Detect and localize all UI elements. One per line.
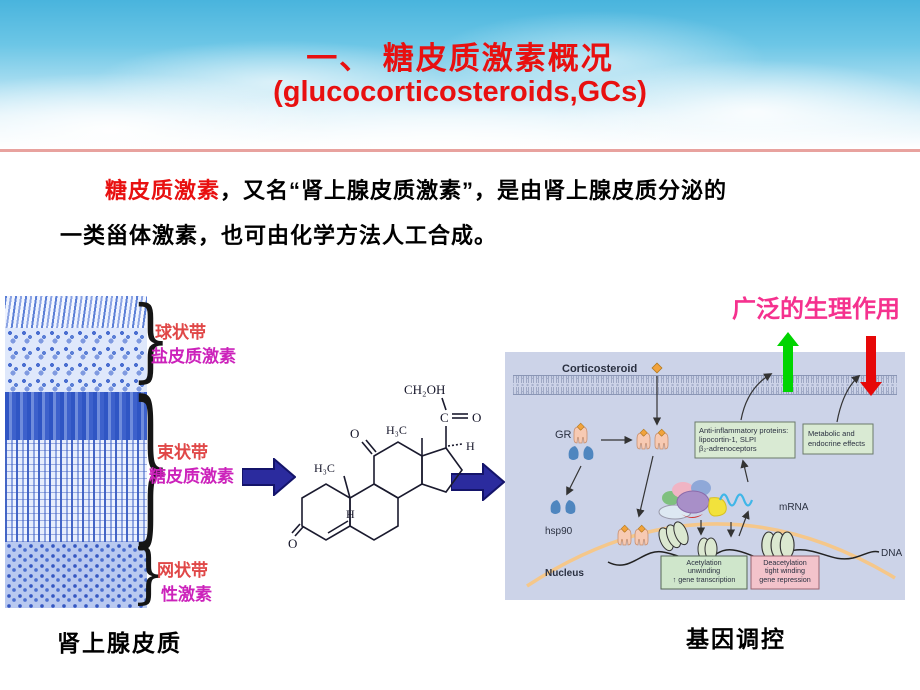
h3c-label-c19: H₃C bbox=[314, 461, 335, 475]
corticosteroid-structure-image: CH₂OH C O O O H₃C H₃C H H bbox=[288, 382, 481, 551]
gr-label: GR bbox=[555, 429, 572, 441]
svg-text:unwinding: unwinding bbox=[688, 566, 720, 575]
histology-capsule-layer bbox=[5, 296, 147, 328]
plasma-membrane bbox=[513, 375, 897, 395]
dna-strand bbox=[607, 548, 880, 566]
histology-dense-band bbox=[5, 392, 147, 440]
svg-text:Deacetylation: Deacetylation bbox=[763, 558, 807, 567]
transcription-complex-icon bbox=[658, 480, 727, 520]
svg-text:gene repression: gene repression bbox=[759, 575, 811, 584]
pathway-arrows bbox=[566, 373, 861, 538]
gene-regulation-diagram: Corticosteroid GR hsp90 DNA bbox=[505, 332, 905, 600]
h3c-label-c18: H₃C bbox=[386, 423, 407, 437]
svg-text:lipocortin-1, SLPI: lipocortin-1, SLPI bbox=[699, 435, 756, 444]
physiology-effects-label: 广泛的生理作用 bbox=[732, 296, 900, 323]
mrna-label: mRNA bbox=[779, 502, 809, 513]
o-label-sidechain: O bbox=[472, 410, 481, 425]
h-label-c9: H bbox=[346, 507, 355, 521]
nucleus-label: Nucleus bbox=[545, 568, 584, 579]
hsp90-label: hsp90 bbox=[545, 526, 573, 537]
svg-text:tight winding: tight winding bbox=[765, 566, 805, 575]
adrenal-cortex-histology-image bbox=[5, 296, 147, 608]
gene-regulation-caption: 基因调控 bbox=[686, 626, 786, 652]
slide-title-en: (glucocorticosteroids,GCs) bbox=[273, 76, 647, 108]
down-red-arrow-icon bbox=[860, 336, 882, 396]
o-label-3keto: O bbox=[288, 536, 297, 551]
histology-reticularis-layer bbox=[5, 542, 147, 608]
histone-group-icon bbox=[761, 531, 795, 559]
nuclear-envelope-arc bbox=[526, 522, 896, 588]
svg-text:Anti-inflammatory proteins:: Anti-inflammatory proteins: bbox=[699, 426, 788, 435]
body-line1-rest: ，又名“肾上腺皮质激素”，是由肾上腺皮质分泌的 bbox=[220, 178, 728, 203]
acetylation-box: Acetylation unwinding ↑ gene transcripti… bbox=[660, 555, 748, 590]
histology-fasciculata-layer bbox=[5, 440, 147, 542]
metabolic-effects-box: Metabolic and endocrine effects bbox=[802, 423, 874, 455]
up-green-arrow-icon bbox=[777, 332, 799, 392]
zone1-hormone: 盐皮质激素 bbox=[151, 347, 236, 366]
h-label-c17: H bbox=[466, 439, 475, 453]
adrenal-caption: 肾上腺皮质 bbox=[57, 630, 182, 656]
body-highlight: 糖皮质激素 bbox=[105, 178, 221, 203]
svg-text:↑ gene transcription: ↑ gene transcription bbox=[673, 575, 736, 584]
c-label: C bbox=[440, 410, 449, 425]
right-block-arrow-1 bbox=[242, 458, 296, 496]
anti-inflammatory-box: Anti-inflammatory proteins: lipocortin-1… bbox=[694, 421, 796, 459]
deacetylation-box: Deacetylation tight winding gene repress… bbox=[750, 555, 820, 590]
ch2oh-label: CH₂OH bbox=[404, 382, 445, 397]
svg-text:Acetylation: Acetylation bbox=[686, 558, 721, 567]
arrow-shape bbox=[242, 458, 296, 496]
zone1-name: 球状带 bbox=[155, 323, 206, 342]
body-paragraph-line1: 糖皮质激素，又名“肾上腺皮质激素”，是由肾上腺皮质分泌的 bbox=[105, 173, 727, 205]
slide-title-cn: 一、 糖皮质激素概况 bbox=[306, 41, 614, 76]
body-paragraph-line2: 一类甾体激素，也可由化学方法人工合成。 bbox=[60, 223, 498, 248]
o-label-11keto: O bbox=[350, 426, 359, 441]
zone3-name: 网状带 bbox=[157, 561, 208, 580]
zone2-name: 束状带 bbox=[157, 443, 208, 462]
svg-text:β₂-adrenoceptors: β₂-adrenoceptors bbox=[699, 444, 757, 453]
zone3-hormone: 性激素 bbox=[161, 585, 212, 604]
corticosteroid-label: Corticosteroid bbox=[562, 363, 637, 375]
corticosteroid-diamond-icon bbox=[651, 362, 663, 374]
dna-label: DNA bbox=[881, 548, 902, 559]
arrow-shape bbox=[451, 463, 505, 501]
svg-text:endocrine effects: endocrine effects bbox=[808, 439, 865, 448]
zone2-hormone: 糖皮质激素 bbox=[149, 467, 234, 486]
right-block-arrow-2 bbox=[451, 463, 505, 501]
sky-header-background bbox=[0, 0, 920, 152]
svg-text:Metabolic and: Metabolic and bbox=[808, 429, 855, 438]
zone3-brace: } bbox=[131, 537, 167, 612]
steroid-labels: CH₂OH C O O O H₃C H₃C H H bbox=[288, 382, 481, 551]
mrna-wave-icon bbox=[718, 493, 754, 507]
histology-glomerulosa-layer bbox=[5, 328, 147, 392]
steroid-rings bbox=[291, 397, 468, 541]
